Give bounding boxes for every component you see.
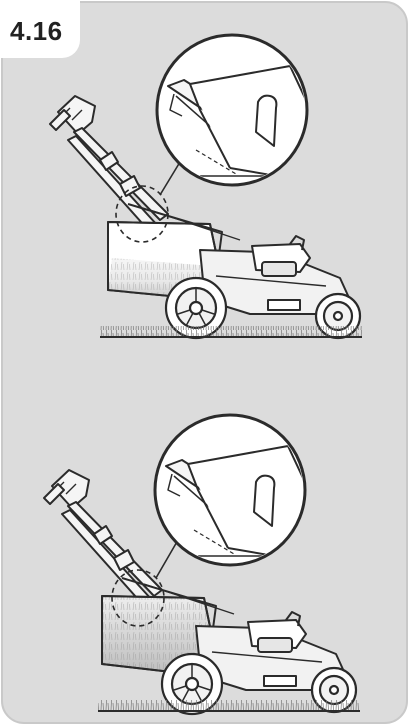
ground: [98, 700, 360, 711]
callout-leader: [156, 540, 178, 578]
magnified-callout: [155, 415, 318, 565]
figure-label-tab: 4.16: [0, 0, 80, 58]
figure-label: 4.16: [10, 16, 63, 47]
